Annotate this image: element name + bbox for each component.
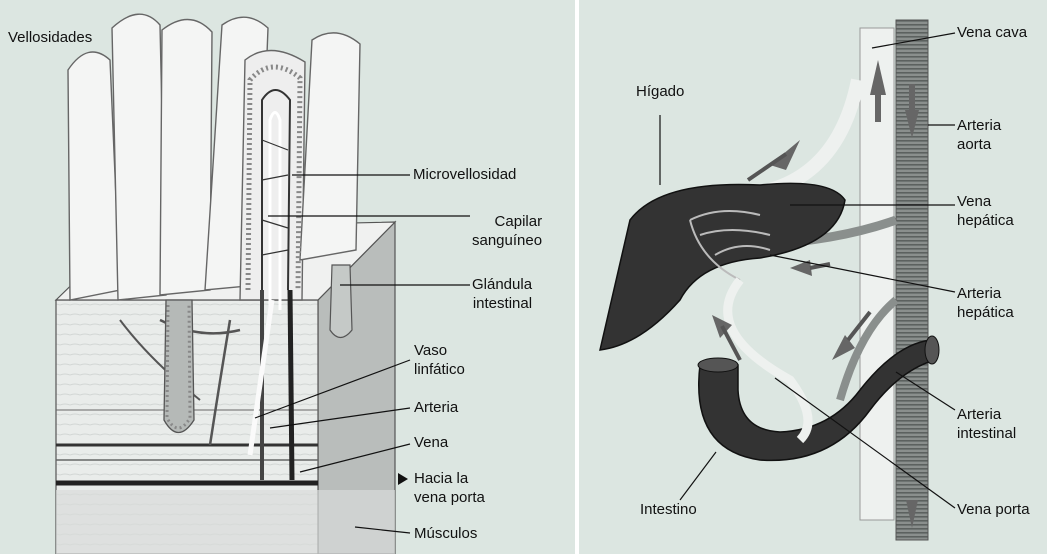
muscle-layer: [56, 490, 395, 554]
intestine-end: [925, 336, 939, 364]
villus: [112, 14, 166, 300]
label-microvellosidad: Microvellosidad: [413, 165, 516, 184]
label-glandula-intestinal: Glándula intestinal: [472, 275, 532, 313]
label-arteria-hepatica: Arteria hepática: [957, 284, 1014, 322]
gland-crypt: [330, 265, 352, 338]
label-musculos: Músculos: [414, 524, 477, 543]
label-vaso-linfatico: Vaso linfático: [414, 341, 465, 379]
label-vena-porta: Vena porta: [957, 500, 1030, 519]
label-hacia-la-vena-porta: Hacia la vena porta: [414, 469, 485, 507]
label-intestino: Intestino: [640, 500, 697, 519]
villus: [160, 19, 212, 295]
label-capilar-sanguineo: Capilar sanguíneo: [472, 212, 542, 250]
vein-vessel: [290, 290, 292, 480]
label-higado: Hígado: [636, 82, 684, 101]
label-vena: Vena: [414, 433, 448, 452]
flow-arrow-up-shaft: [875, 92, 881, 122]
label-arteria-intestinal: Arteria intestinal: [957, 405, 1016, 443]
flow-arrow-down-shaft: [909, 84, 915, 112]
label-vena-hepatica: Vena hepática: [957, 192, 1014, 230]
panel-separator: [575, 0, 579, 554]
label-arteria: Arteria: [414, 398, 458, 417]
label-vena-cava: Vena cava: [957, 23, 1027, 42]
label-arteria-aorta: Arteria aorta: [957, 116, 1001, 154]
intestine-end: [698, 358, 738, 372]
label-vellosidades: Vellosidades: [8, 28, 92, 47]
